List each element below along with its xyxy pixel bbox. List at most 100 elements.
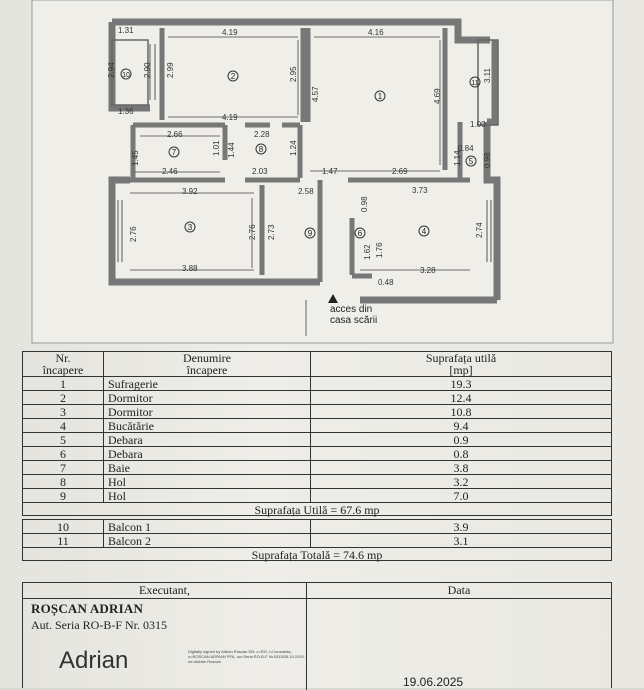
header-area: Suprafața utilă[mp] [310,351,612,377]
dim-label: 0.48 [378,278,394,287]
dim-label: 2.73 [267,224,276,240]
dim-label: 2.03 [252,167,268,176]
cell-nr: 7 [22,460,104,475]
cell-nr: 10 [22,519,104,534]
access-label-line1: acces din [330,304,372,315]
cell-nr: 2 [22,390,104,405]
room-number: 6 [358,229,363,238]
cell-nr: 6 [22,446,104,461]
room-number: 4 [422,227,427,236]
room-number-labels: 1 2 3 4 5 6 7 8 9 10 11 [122,72,479,238]
dim-label: 2.94 [107,62,116,78]
dimension-labels: 1.31 4.19 4.16 2.94 2.90 2.99 2.95 4.57 … [107,26,492,287]
useful-area-total: Suprafața Utilă = 67.6 mp [22,503,612,517]
dim-label: 1.31 [118,26,134,35]
dim-label: 1.00 [470,120,486,129]
cell-name: Baie [103,460,311,475]
room-number: 1 [378,92,383,101]
digital-signature-text: Digitally signed by Adrian Roscan DN: c=… [188,649,305,664]
cell-name: Dormitor [103,390,311,405]
room-number: 10 [122,72,130,79]
cell-area: 7.0 [310,488,612,503]
cell-area: 0.8 [310,446,612,461]
executant-label: Executant, [23,583,307,598]
dim-label: 0.84 [458,144,474,153]
dim-label: 1.24 [289,140,298,156]
cell-area: 9.4 [310,418,612,433]
cell-name: Hol [103,488,311,503]
cell-nr: 11 [22,533,104,548]
cell-nr: 1 [22,376,104,391]
balcony-outlines [111,39,499,126]
header-text: Nr. [55,351,71,365]
cell-nr: 9 [22,488,104,503]
room-number: 7 [172,148,177,157]
header-text: încapere [42,363,84,377]
cell-area: 3.1 [310,533,612,548]
dim-label: 1.14 [453,150,462,166]
cell-name: Balcon 1 [103,519,311,534]
dim-label: 1.36 [118,107,134,116]
cell-name: Debara [103,432,311,447]
dim-label: 2.58 [298,187,314,196]
dim-label: 1.01 [212,140,221,156]
cell-area: 19.3 [310,376,612,391]
total-area: Suprafața Totală = 74.6 mp [22,548,612,562]
access-label-line2: casa scării [330,315,377,326]
cell-nr: 8 [22,474,104,489]
cell-area: 3.8 [310,460,612,475]
cell-name: Debara [103,446,311,461]
dim-label: 2.28 [254,130,270,139]
dim-label: 4.16 [368,28,384,37]
dim-label: 4.57 [311,86,320,102]
dim-label: 4.69 [433,88,442,104]
cell-nr: 4 [22,418,104,433]
header-nr: Nr.încapere [22,351,104,377]
header-text: Denumire [183,351,231,365]
dim-label: 2.76 [129,226,138,242]
dim-label: 3.73 [412,186,428,195]
dim-label: 2.90 [143,62,152,78]
dim-label: 2.76 [248,224,257,240]
date-cell: 19.06.2025 [307,599,611,690]
document-date: 19.06.2025 [403,675,464,689]
dim-label: 1.44 [227,142,236,158]
header-text: încapere [186,363,228,377]
dim-label: 2.95 [289,66,298,82]
executant-header: Executant, Data [23,583,611,599]
dim-label: 2.46 [162,167,178,176]
header-text: Suprafața utilă [425,351,497,365]
dim-label: 0.98 [483,152,492,168]
dim-label: 0.98 [360,196,369,212]
cell-nr: 5 [22,432,104,447]
cell-nr: 3 [22,404,104,419]
access-arrow-icon [328,294,338,303]
executant-info: ROȘCAN ADRIAN Aut. Seria RO-B-F Nr. 0315… [23,599,307,690]
room-markers [120,68,481,239]
dim-label: 1.47 [322,167,338,176]
room-number: 8 [259,145,264,154]
room-number: 2 [231,72,236,81]
dim-label: 1.62 [363,244,372,260]
window-marks [117,44,492,262]
room-number: 9 [308,229,313,238]
header-text: [mp] [449,363,473,377]
